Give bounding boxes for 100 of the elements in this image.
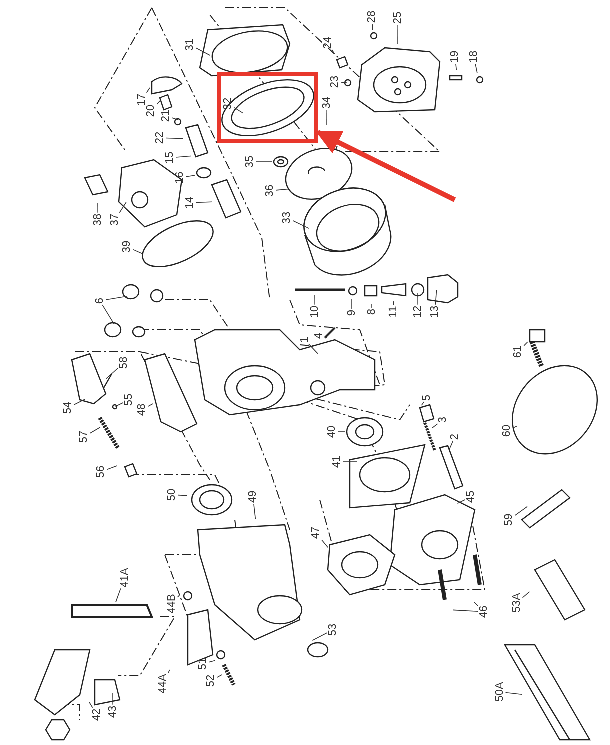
- leader-line: [177, 594, 180, 598]
- leader-line: [208, 660, 216, 663]
- leader-line: [196, 48, 211, 56]
- leader-line: [132, 249, 143, 254]
- leader-line: [216, 674, 222, 678]
- callout-number: 37: [109, 212, 122, 228]
- callout-number: 57: [78, 430, 90, 444]
- leader-line: [106, 296, 128, 300]
- leader-line: [448, 440, 454, 451]
- leader-line: [178, 494, 188, 496]
- leader-line: [452, 610, 479, 612]
- callout-number: 58: [118, 356, 130, 370]
- callout-number: 33: [281, 210, 294, 226]
- leader-line: [372, 24, 374, 30]
- callout-number: 8: [366, 308, 378, 316]
- callout-number: 34: [321, 96, 334, 110]
- callout-number: 60: [501, 424, 514, 438]
- callout-number: 39: [121, 240, 134, 254]
- leader-line: [393, 300, 394, 306]
- leader-line: [292, 220, 310, 230]
- leader-line: [106, 466, 118, 470]
- leader-line: [308, 344, 318, 354]
- callout-number: 43: [107, 704, 120, 720]
- leader-line: [74, 398, 86, 406]
- callout-number: 10: [309, 304, 322, 320]
- callout-number: 40: [326, 424, 338, 440]
- leader-line: [505, 692, 522, 696]
- callout-number: 21: [160, 108, 172, 124]
- callout-number: 1: [299, 336, 312, 344]
- leader-line: [512, 426, 518, 429]
- leader-line: [119, 202, 127, 214]
- leader-line: [156, 100, 162, 105]
- leader-line: [112, 692, 114, 706]
- leader-line: [148, 404, 154, 408]
- callout-number: 13: [429, 304, 442, 320]
- callout-number: 28: [366, 10, 378, 24]
- callout-number: 32: [222, 96, 234, 112]
- leader-line: [522, 592, 530, 598]
- leader-line: [172, 118, 179, 120]
- callout-number: 18: [468, 50, 480, 64]
- callout-number: 50A: [494, 681, 506, 703]
- callout-number: 31: [184, 38, 196, 52]
- callout-number: 36: [264, 184, 276, 198]
- callout-number: 16: [174, 170, 186, 186]
- callout-number: 50: [166, 488, 178, 502]
- leader-line: [146, 88, 150, 94]
- callout-number: 23: [329, 74, 342, 90]
- leader-line: [432, 424, 438, 429]
- arrow: [316, 130, 456, 202]
- leader-line: [514, 506, 528, 516]
- leader-line: [456, 64, 458, 70]
- callout-number: 45: [465, 490, 478, 504]
- leader-line: [312, 632, 328, 642]
- callout-number: 14: [184, 196, 196, 210]
- leader-line: [474, 602, 479, 606]
- leader-line: [186, 175, 196, 178]
- callout-number: 49: [247, 490, 260, 504]
- callout-number: 48: [136, 402, 148, 418]
- leader-line: [340, 82, 348, 84]
- callout-number: 4: [313, 332, 326, 340]
- leader-line: [421, 402, 425, 406]
- callout-number: 9: [346, 308, 358, 318]
- callout-number: 53A: [510, 592, 523, 614]
- leader-line: [168, 670, 170, 674]
- leader-line: [457, 500, 466, 504]
- callout-number: 11: [387, 305, 400, 319]
- leader-line: [475, 64, 478, 74]
- leader-line: [234, 107, 244, 114]
- callout-number: 3: [437, 416, 450, 424]
- callout-number: 5: [421, 394, 434, 402]
- leader-line: [115, 402, 124, 408]
- leader-line: [326, 110, 328, 126]
- callout-number: 47: [310, 526, 322, 540]
- leader-line: [176, 156, 192, 158]
- callout-number: 52: [205, 674, 218, 688]
- callout-number: 46: [478, 604, 490, 620]
- callout-number: 51: [197, 656, 210, 672]
- leader-line: [90, 427, 101, 434]
- callout-number: 41: [331, 454, 344, 470]
- callout-number: 41A: [118, 567, 131, 589]
- leader-line: [106, 368, 119, 380]
- callout-number: 42: [91, 708, 104, 722]
- leader-line: [196, 202, 212, 204]
- leader-line: [435, 290, 438, 306]
- callout-number: 2: [449, 432, 462, 442]
- leader-line: [116, 588, 122, 603]
- callout-number: 24: [322, 36, 334, 50]
- callout-number: 44B: [166, 593, 178, 615]
- callout-number: 53: [327, 622, 340, 638]
- callout-number: 6: [94, 296, 106, 306]
- leader-line: [324, 337, 328, 338]
- leader-line: [322, 540, 328, 548]
- leader-line: [314, 294, 316, 306]
- callout-number: 22: [154, 130, 166, 146]
- callout-number: 61: [512, 344, 524, 360]
- callout-number: 59: [503, 512, 516, 528]
- callout-number: 35: [244, 154, 256, 170]
- leader-line: [166, 138, 184, 140]
- callout-number: 19: [449, 50, 462, 64]
- callout-number: 56: [95, 464, 108, 480]
